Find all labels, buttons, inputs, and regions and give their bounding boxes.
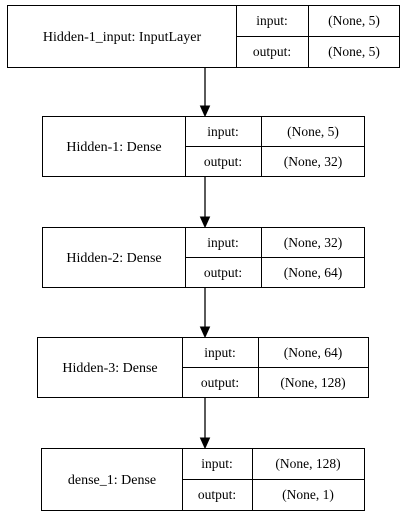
input-label: input: (201, 456, 233, 471)
input-label: input: (207, 124, 239, 139)
output-label: output: (253, 44, 291, 59)
edge-arrow (199, 288, 211, 339)
layer-name: dense_1: Dense (68, 473, 156, 488)
input-shape: (None, 32) (284, 235, 342, 250)
output-label: output: (198, 487, 236, 502)
layer-name: Hidden-3: Dense (62, 361, 157, 376)
layer-name: Hidden-1: Dense (66, 140, 161, 155)
edge-arrow (199, 177, 211, 229)
output-shape: (None, 64) (284, 265, 342, 280)
input-label: input: (204, 345, 236, 360)
output-label: output: (201, 375, 239, 390)
layer-name: Hidden-2: Dense (66, 251, 161, 266)
input-label: input: (207, 235, 239, 250)
output-shape: (None, 5) (328, 44, 380, 59)
layer-node-hidden-3[interactable]: Hidden-3: Dense input: output: (None, 64… (37, 337, 369, 398)
input-shape: (None, 5) (287, 124, 339, 139)
output-shape: (None, 1) (282, 487, 334, 502)
output-shape: (None, 32) (284, 154, 342, 169)
edge-arrow (199, 68, 211, 118)
input-label: input: (256, 13, 288, 28)
output-label: output: (204, 265, 242, 280)
edge-arrow (199, 398, 211, 450)
arrow-head-icon (199, 216, 211, 229)
input-shape: (None, 128) (275, 456, 340, 471)
input-shape: (None, 64) (284, 345, 342, 360)
arrow-head-icon (199, 105, 211, 118)
input-shape: (None, 5) (328, 13, 380, 28)
layer-name: Hidden-1_input: InputLayer (43, 30, 202, 45)
layer-node-dense-1[interactable]: dense_1: Dense input: output: (None, 128… (41, 448, 365, 511)
layer-node-hidden-1-input[interactable]: Hidden-1_input: InputLayer input: output… (7, 5, 400, 68)
layer-node-hidden-1[interactable]: Hidden-1: Dense input: output: (None, 5)… (42, 116, 365, 177)
output-shape: (None, 128) (280, 375, 345, 390)
arrow-head-icon (199, 326, 211, 339)
layer-node-hidden-2[interactable]: Hidden-2: Dense input: output: (None, 32… (42, 227, 365, 288)
arrow-head-icon (199, 437, 211, 450)
output-label: output: (204, 154, 242, 169)
